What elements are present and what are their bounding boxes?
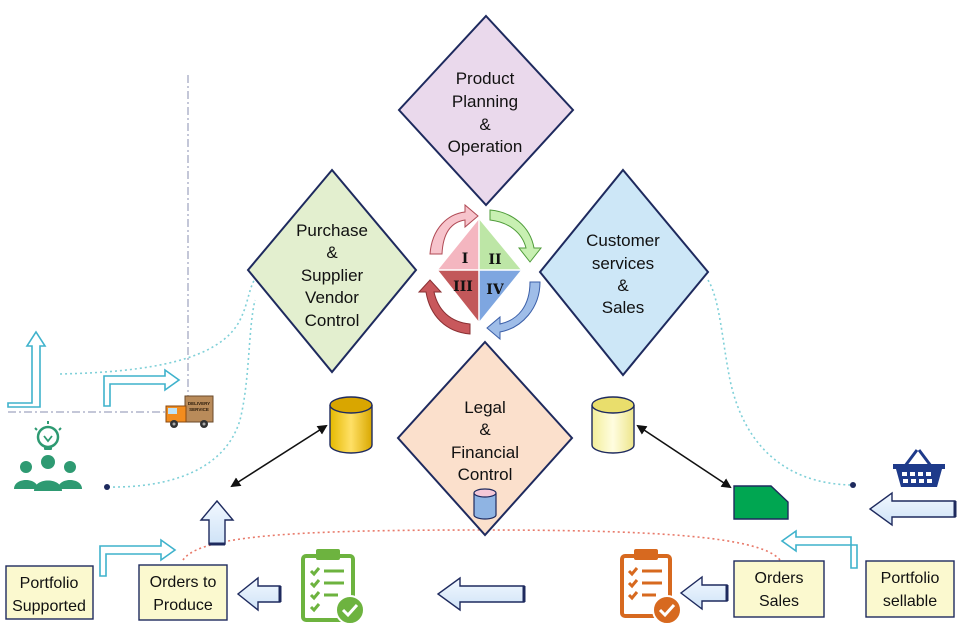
cycle-quadrants: I II III IV: [417, 203, 543, 341]
clipboard-check-icon: [301, 549, 365, 625]
diamond-bottom-line-2: &: [479, 420, 491, 439]
truck-label-line-1: DELIVERY: [188, 401, 210, 406]
box-portfolio-sellable-line-1: Portfolio: [881, 570, 940, 587]
quadrant-label-1: I: [462, 251, 469, 267]
link-arrow-left: [230, 424, 328, 488]
diamond-bottom-line-4: Control: [458, 465, 513, 484]
block-arrow-left: [679, 575, 729, 611]
block-arrow-left: [868, 491, 957, 527]
clipboard-check-icon: [620, 549, 682, 625]
cycle-arrow-pink: [429, 203, 479, 255]
box-orders-sales-line-1: Orders: [755, 570, 804, 587]
elbow-arrow-up: [7, 330, 47, 408]
block-arrow-left: [436, 576, 526, 612]
diamond-left-line-5: Control: [305, 311, 360, 330]
delivery-truck-icon: DELIVERY SERVICE: [165, 395, 214, 428]
diamond-top-line-4: Operation: [448, 137, 523, 156]
elbow-arrow-right-small: [99, 538, 177, 577]
database-icon: [591, 396, 635, 454]
box-orders-to-produce-line-1: Orders to: [150, 574, 217, 591]
diamond-right-line-2: services: [592, 254, 654, 273]
diamond-bottom-line-1: Legal: [464, 398, 506, 417]
card-icon: [733, 485, 789, 520]
diamond-right-line-3: &: [617, 276, 629, 295]
box-orders-to-produce-line-2: Produce: [153, 597, 213, 614]
team-idea-icon: [14, 421, 82, 491]
box-portfolio-sellable-line-2: sellable: [883, 593, 937, 610]
link-arrow-right: [636, 424, 732, 489]
diamond-right-line-4: Sales: [602, 298, 645, 317]
diamond-top-line-1: Product: [456, 69, 515, 88]
quadrant-label-2: II: [488, 252, 501, 268]
block-arrow-up: [199, 499, 235, 546]
box-orders-sales-line-2: Sales: [759, 593, 799, 610]
box-orders-to-produce: Orders to Produce: [138, 564, 228, 621]
diamond-left-line-2: &: [326, 243, 338, 262]
guide-lines: [8, 75, 856, 561]
diamond-top-line-2: Planning: [452, 92, 518, 111]
diamond-purchase-supplier: Purchase & Supplier Vendor Control: [246, 168, 418, 374]
diamond-legal-financial: Legal & Financial Control: [396, 340, 574, 537]
cycle-arrow-red: [417, 279, 471, 335]
diamond-left-line-3: Supplier: [301, 266, 364, 285]
quadrant-label-3: III: [453, 279, 473, 295]
elbow-arrow-left: [780, 529, 858, 569]
box-portfolio-supported-line-2: Supported: [12, 598, 86, 615]
elbow-arrow-right: [103, 368, 181, 407]
database-icon: [329, 396, 373, 454]
database-icon: [473, 488, 497, 520]
truck-label-line-2: SERVICE: [189, 407, 209, 412]
diamond-left-line-1: Purchase: [296, 221, 368, 240]
diamond-customer-services: Customer services & Sales: [538, 168, 710, 377]
diamond-bottom-line-3: Financial: [451, 443, 519, 462]
diamond-left-line-4: Vendor: [305, 288, 359, 307]
box-portfolio-sellable: Portfolio sellable: [865, 560, 955, 618]
box-portfolio-supported: Portfolio Supported: [5, 565, 94, 620]
cycle-arrow-blue: [486, 281, 541, 341]
connector-dot-right: [850, 482, 856, 488]
cycle-arrow-green: [489, 209, 543, 263]
diamond-product-planning: Product Planning & Operation: [397, 14, 575, 207]
box-portfolio-supported-line-1: Portfolio: [20, 575, 79, 592]
box-orders-sales: Orders Sales: [733, 560, 825, 618]
shopping-basket-icon: [893, 449, 945, 487]
block-arrow-left: [236, 576, 282, 612]
diamond-top-line-3: &: [479, 115, 491, 134]
diamond-right-line-1: Customer: [586, 231, 660, 250]
quadrant-label-4: IV: [486, 282, 505, 298]
connector-dot-left: [104, 484, 110, 490]
